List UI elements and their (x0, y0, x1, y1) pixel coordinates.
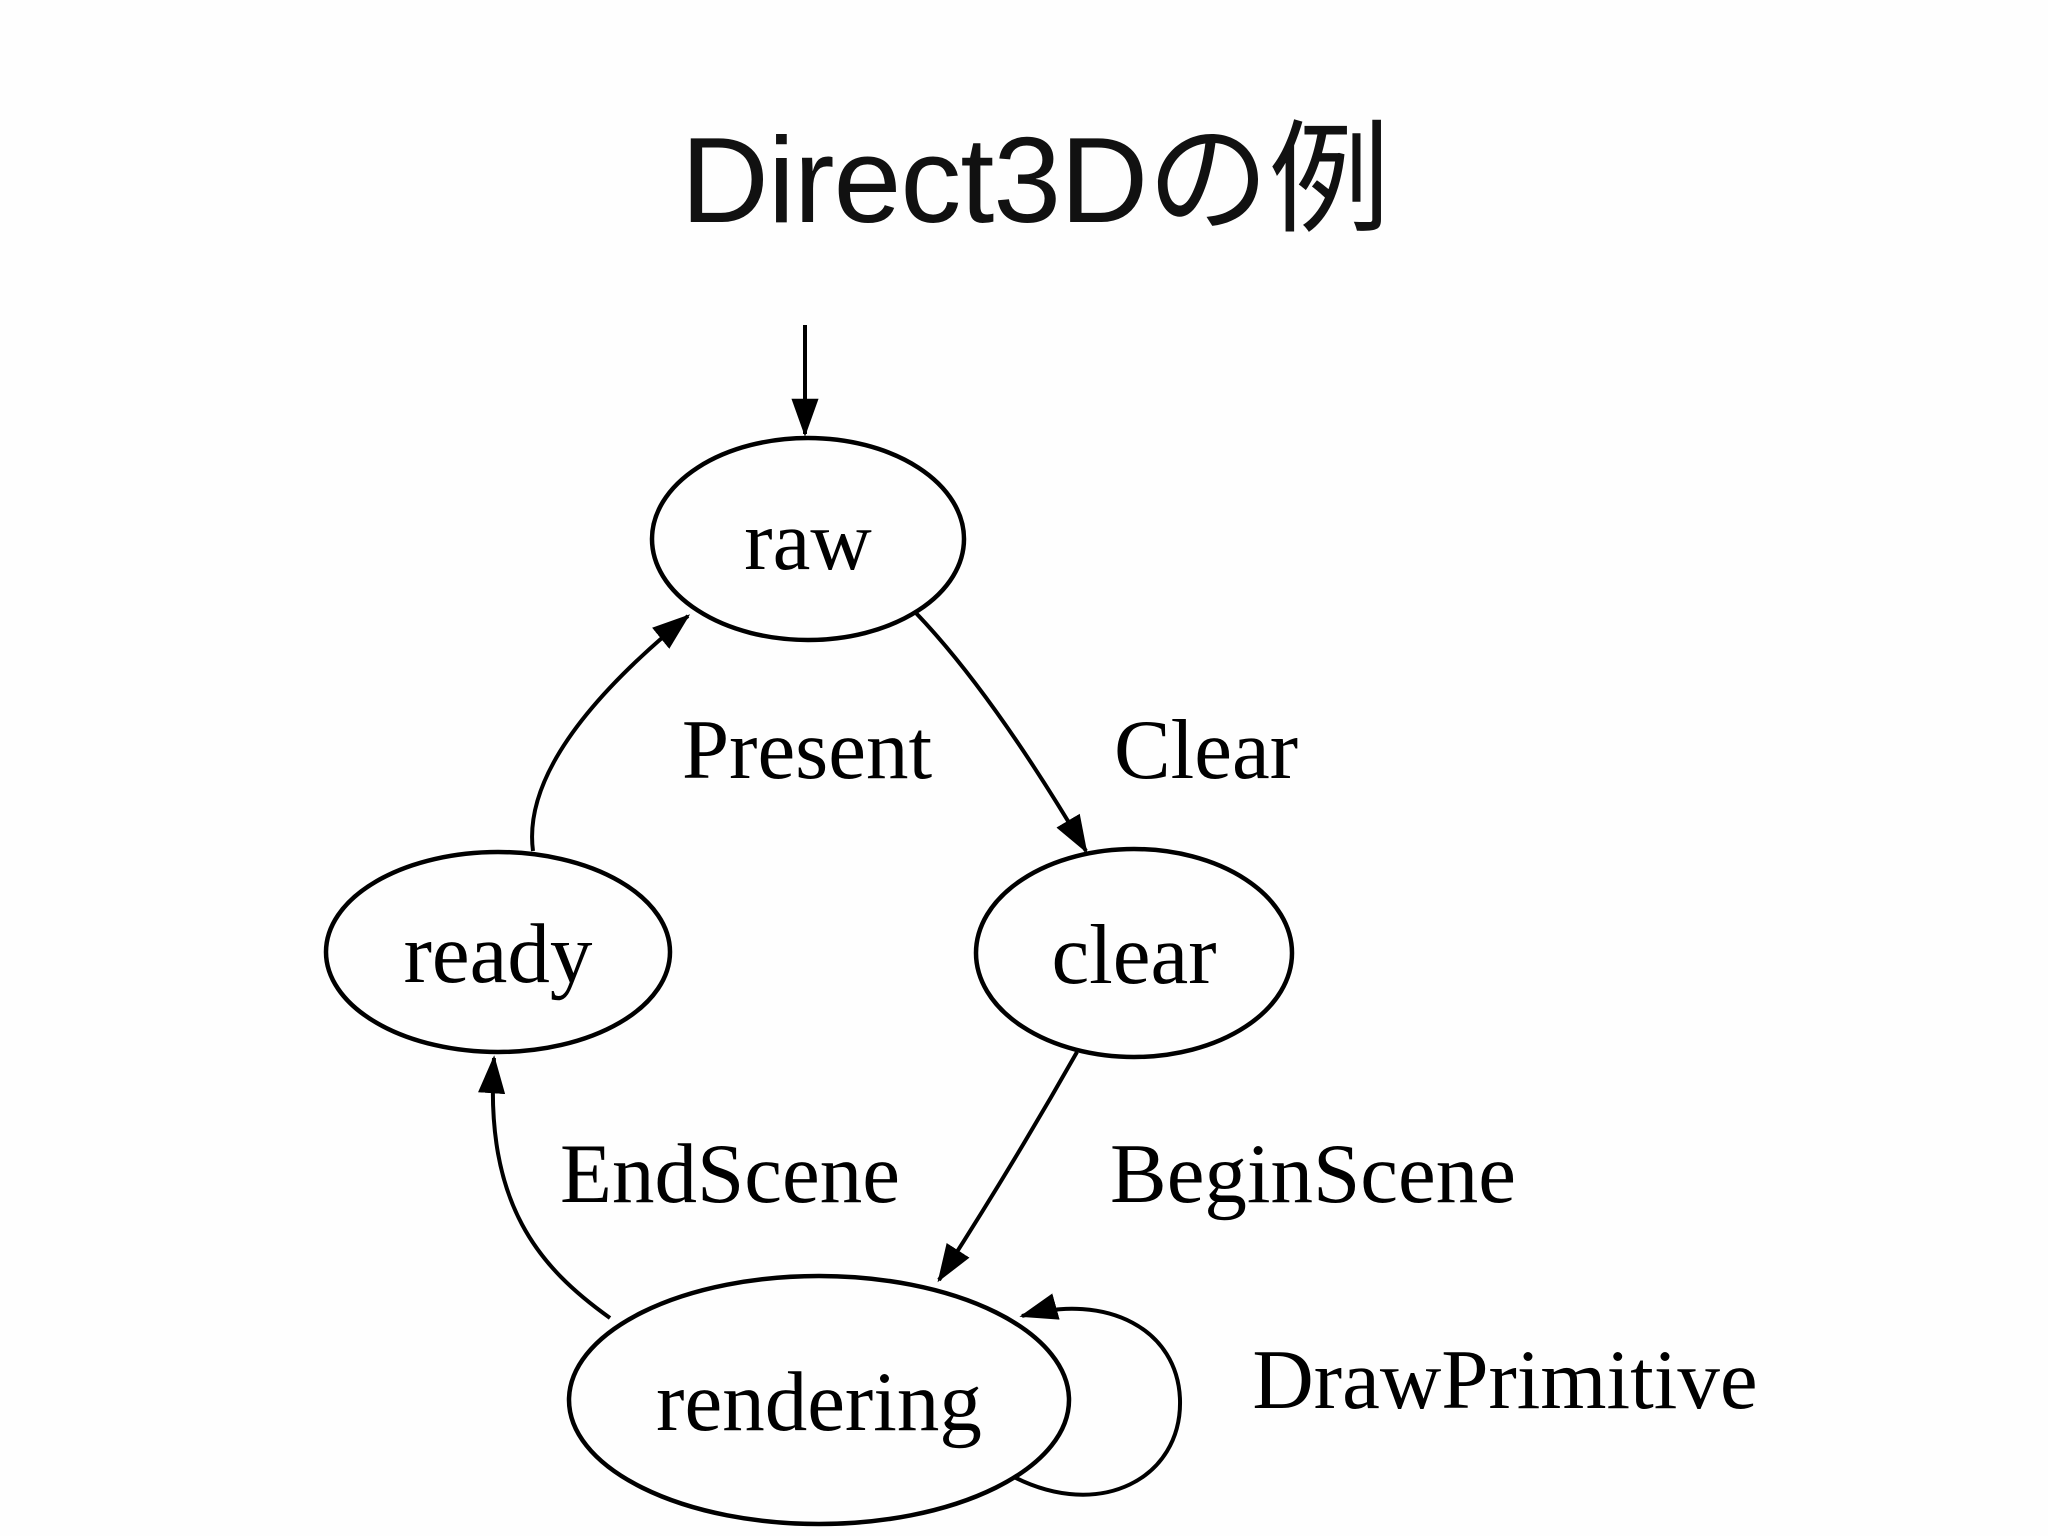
state-label-clear: clear (1051, 908, 1216, 1002)
edge-endscene-arrow (478, 1055, 612, 1320)
edge-label-present: Present (682, 703, 933, 797)
state-node-rendering (566, 1273, 1072, 1527)
page-title: Direct3Dの例 (681, 112, 1390, 248)
edge-label-clear: Clear (1114, 703, 1298, 797)
edge-label-drawprimitive: DrawPrimitive (1252, 1333, 1757, 1427)
state-node-ready (323, 849, 673, 1055)
state-node-clear (973, 846, 1295, 1060)
state-label-rendering: rendering (656, 1355, 982, 1449)
state-label-ready: ready (404, 907, 593, 1001)
state-node-raw (649, 435, 967, 643)
edge-label-endscene: EndScene (560, 1127, 900, 1221)
edge-beginscene-arrow (937, 1051, 1079, 1283)
edge-clear-arrow (913, 610, 1088, 854)
edge-label-beginscene: BeginScene (1110, 1127, 1516, 1221)
edge-drawprimitive-self-loop (1011, 1293, 1183, 1497)
state-label-raw: raw (744, 494, 872, 588)
edge-present-arrow (530, 614, 691, 852)
